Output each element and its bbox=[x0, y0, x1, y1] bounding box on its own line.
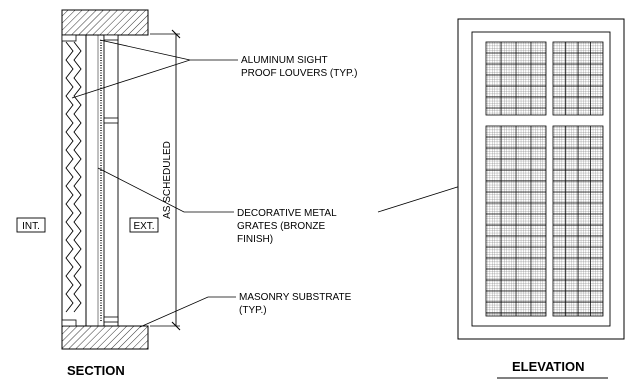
louver-frame-bottom bbox=[61, 319, 77, 327]
substrate-leader bbox=[139, 296, 236, 328]
masonry-substrate-bottom bbox=[61, 325, 149, 350]
substrate-callout-line-2: (TYP.) bbox=[239, 305, 267, 316]
louver-frame-top bbox=[61, 34, 77, 42]
louvers-callout: ALUMINUM SIGHT PROOF LOUVERS (TYP.) bbox=[241, 55, 358, 79]
dimension-tick-bottom bbox=[171, 321, 181, 331]
grate-clip-bottom bbox=[103, 316, 119, 323]
louver-chevrons bbox=[65, 41, 82, 313]
dimension-tick-top bbox=[171, 29, 181, 39]
elevation-title: ELEVATION bbox=[512, 359, 584, 374]
dimension-label: AS SCHEDULED bbox=[162, 141, 173, 219]
exterior-tag-box bbox=[129, 217, 159, 233]
elevation-view: ELEVATION bbox=[457, 18, 625, 379]
grates-callout-line-3: FINISH) bbox=[237, 234, 273, 245]
grate-clip-middle bbox=[103, 117, 119, 124]
interior-tag-box bbox=[16, 217, 46, 233]
interior-tag: INT. bbox=[22, 221, 40, 232]
louvers-callout-line-2: PROOF LOUVERS (TYP.) bbox=[241, 68, 358, 79]
louvers-callout-line-1: ALUMINUM SIGHT bbox=[241, 55, 328, 66]
callouts bbox=[71, 39, 506, 328]
section-view: AS SCHEDULED INT. EXT. SECTION bbox=[16, 9, 181, 378]
grate-clip-top bbox=[103, 34, 119, 41]
grates-callout: DECORATIVE METAL GRATES (BRONZE FINISH) bbox=[237, 208, 337, 245]
grates-callout-line-2: GRATES (BRONZE bbox=[237, 221, 325, 232]
substrate-callout: MASONRY SUBSTRATE (TYP.) bbox=[239, 292, 352, 316]
grate-panel-bars bbox=[486, 42, 603, 316]
grates-leader bbox=[97, 167, 506, 213]
substrate-callout-line-1: MASONRY SUBSTRATE bbox=[239, 292, 352, 303]
masonry-substrate-top bbox=[61, 9, 149, 36]
section-title: SECTION bbox=[67, 363, 125, 378]
louvers-leader bbox=[71, 39, 238, 99]
grates-callout-line-1: DECORATIVE METAL bbox=[237, 208, 337, 219]
exterior-tag: EXT. bbox=[133, 221, 154, 232]
